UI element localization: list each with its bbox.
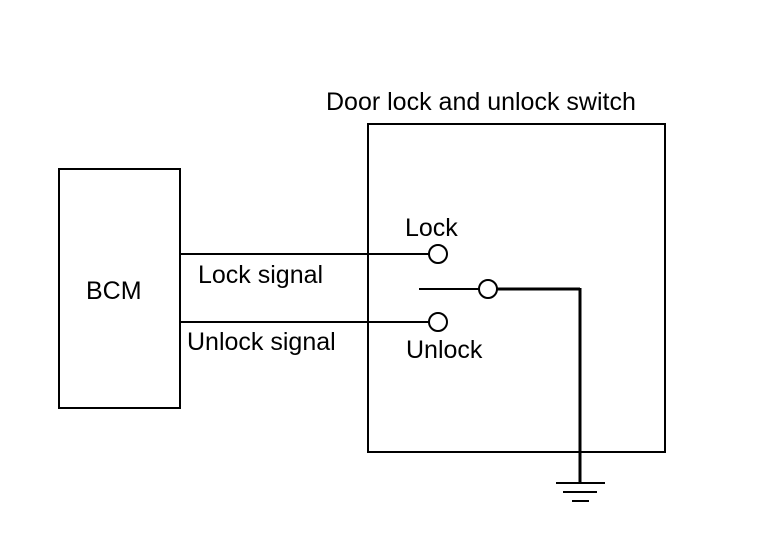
unlock-signal-label: Unlock signal (187, 328, 336, 356)
bcm-label: BCM (86, 277, 142, 305)
lock-terminal-label: Lock (405, 214, 458, 242)
lock-signal-label: Lock signal (198, 261, 323, 289)
unlock-terminal-label: Unlock (406, 336, 483, 364)
switch-title: Door lock and unlock switch (326, 88, 636, 116)
common-terminal-contact (478, 279, 498, 299)
switch-housing-box (367, 123, 666, 453)
lock-terminal-contact (428, 244, 448, 264)
unlock-terminal-contact (428, 312, 448, 332)
ground-icon (556, 482, 605, 502)
bcm-box (58, 168, 181, 409)
